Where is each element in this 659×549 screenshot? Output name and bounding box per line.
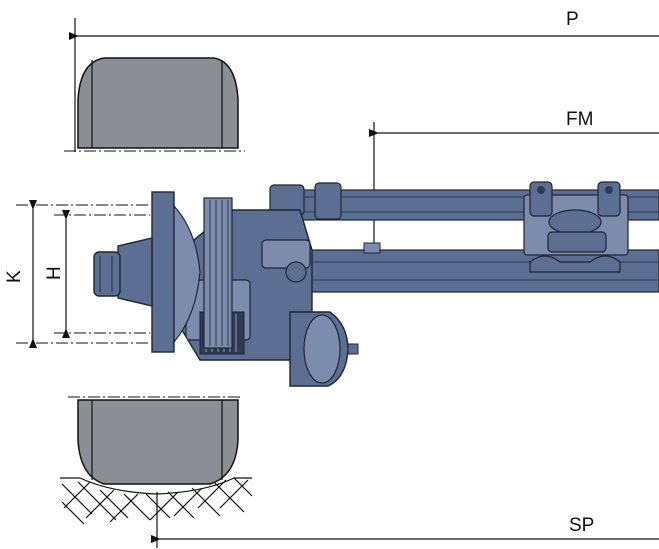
brake-disc [203,197,233,349]
k-label: K [4,270,25,283]
lower-tire [68,396,240,485]
wheel-flange [151,191,175,353]
dimension-sp: SP [151,492,659,548]
hub-nut [93,251,121,297]
dimension-h: H [44,210,150,338]
hub-knuckle [93,182,359,387]
hub-cap [117,237,153,307]
dimension-p: P [69,9,659,152]
fm-label: FM [566,109,593,130]
p-label: P [566,9,579,30]
axle-assembly [93,181,659,387]
dimension-fm: FM [369,109,659,268]
upper-tire [64,57,245,152]
sp-label: SP [569,515,594,536]
ground-hatching [60,477,253,525]
dimension-k: K [4,200,150,348]
h-label: H [44,266,65,280]
right-bracket [523,181,629,273]
